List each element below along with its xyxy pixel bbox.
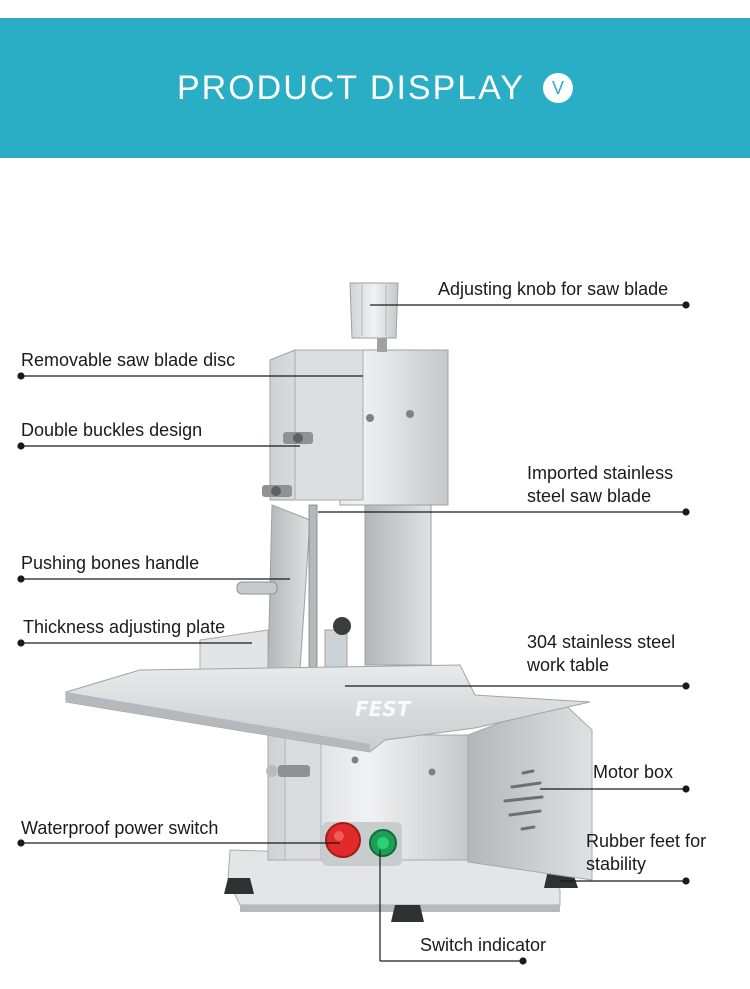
motor-vents [503,769,544,831]
callout-lines [17,301,690,965]
label-pushing-handle: Pushing bones handle [21,553,200,573]
label-rubber-feet-line1: Rubber feet for [586,831,707,851]
power-switch [322,822,402,866]
label-motor-box: Motor box [593,762,674,782]
label-work-table-line2: work table [527,655,610,675]
lower-buckle [266,756,436,777]
work-table: FEST [65,664,591,753]
label-thickness-plate: Thickness adjusting plate [23,617,226,637]
brand-logo: FEST [355,697,412,721]
label-work-table-line1: 304 stainless steel [527,632,676,652]
upper-column [269,349,449,666]
page-title: PRODUCT DISPLAY [176,68,526,107]
label-saw-blade-line1: Imported stainless [527,463,674,483]
label-saw-blade-disc: Removable saw blade disc [21,350,236,370]
label-power-switch: Waterproof power switch [21,818,219,838]
double-buckles [262,432,313,497]
header-banner: PRODUCT DISPLAY V [0,18,750,158]
label-saw-blade-line2: steel saw blade [527,486,652,506]
adjusting-knob [349,282,399,352]
label-switch-indicator: Switch indicator [420,935,547,955]
label-adjusting-knob: Adjusting knob for saw blade [438,279,669,299]
label-rubber-feet-line2: stability [586,854,647,874]
chevron-down-badge-icon: V [543,73,574,103]
label-double-buckles: Double buckles design [21,420,203,440]
saw-blade [308,504,318,686]
